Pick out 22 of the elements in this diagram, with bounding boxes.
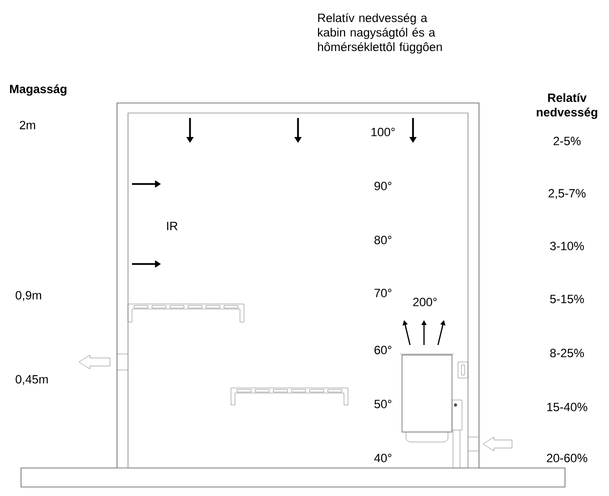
humidity-label: 8-25% bbox=[550, 348, 584, 358]
column-heading: Relatív nedvesség bbox=[536, 93, 598, 119]
height-label: 0,9m bbox=[16, 291, 42, 301]
ir-label: IR bbox=[167, 222, 178, 230]
height-label: 2m bbox=[20, 120, 36, 130]
height-label: 0,45m bbox=[16, 375, 48, 385]
humidity-label: 20-60% bbox=[546, 454, 588, 462]
temperature-label: 80° bbox=[374, 236, 392, 244]
humidity-label: 2-5% bbox=[554, 136, 581, 146]
note-text: Relatív nedvesség a kabin nagyságtól és a hômérséklettôl függôen bbox=[318, 13, 442, 54]
temperature-label: 40° bbox=[374, 454, 392, 462]
temperature-label: 60° bbox=[374, 346, 392, 354]
humidity-label: 5-15% bbox=[550, 294, 584, 304]
temperature-label: 100° bbox=[372, 128, 395, 136]
heater-temperature-label: 200° bbox=[413, 298, 437, 306]
humidity-label: 3-10% bbox=[550, 242, 584, 250]
temperature-label: 70° bbox=[374, 288, 392, 298]
humidity-label: 15-40% bbox=[547, 402, 588, 412]
axis-heading: Magasság bbox=[10, 84, 66, 96]
temperature-label: 90° bbox=[374, 182, 392, 190]
temperature-label: 50° bbox=[374, 400, 392, 408]
humidity-label: 2,5-7% bbox=[548, 189, 586, 199]
